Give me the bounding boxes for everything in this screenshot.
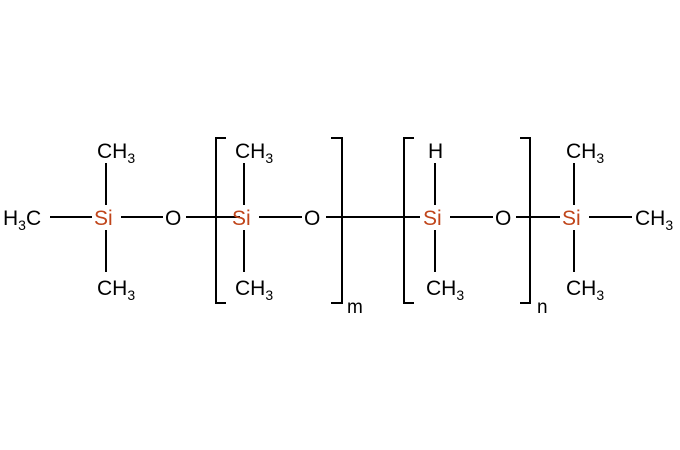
- oxygen-atom-1: O: [165, 207, 181, 230]
- silicon-atom-1: Si: [94, 207, 113, 230]
- bracket-left-n: [403, 137, 414, 304]
- repeat-index-m: m: [347, 297, 363, 318]
- methyl-top-m: CH3: [235, 140, 273, 166]
- methyl-bottom-m: CH3: [235, 277, 273, 303]
- methyl-top-1: CH3: [97, 140, 135, 166]
- methyl-bottom-end: CH3: [566, 277, 604, 303]
- bracket-right-n: [520, 137, 531, 304]
- methyl-left: H3C: [3, 207, 41, 233]
- bracket-right-m: [331, 137, 343, 304]
- methyl-right-end: CH3: [635, 207, 673, 233]
- methyl-top-end: CH3: [566, 140, 604, 166]
- bracket-left-m: [215, 137, 226, 304]
- methyl-bottom-n: CH3: [426, 277, 464, 303]
- silicon-atom-n: Si: [423, 207, 442, 230]
- hydrogen-top-n: H: [428, 140, 443, 163]
- silicon-atom-end: Si: [562, 207, 581, 230]
- oxygen-atom-m: O: [304, 207, 320, 230]
- repeat-index-n: n: [537, 297, 548, 318]
- methyl-bottom-1: CH3: [97, 277, 135, 303]
- silicon-atom-m: Si: [232, 207, 251, 230]
- oxygen-atom-n: O: [495, 207, 511, 230]
